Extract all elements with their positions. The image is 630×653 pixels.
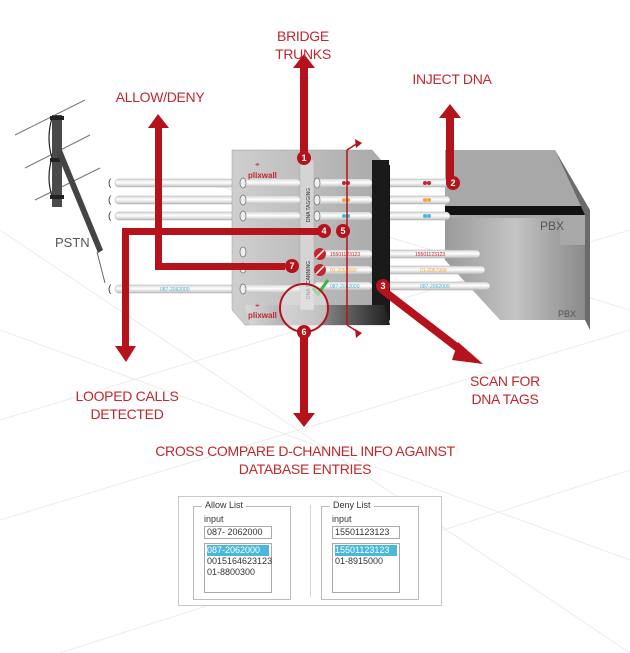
- allow-input-label: input: [204, 514, 224, 524]
- svg-text:3: 3: [380, 281, 385, 291]
- svg-text:6: 6: [301, 327, 306, 337]
- step-badge-7: [285, 259, 299, 273]
- cable-label-outer-2: 01-2057999: [420, 268, 447, 274]
- list-panel: Allow List input 087- 2062000 087-206200…: [178, 496, 442, 606]
- allow-listbox[interactable]: 087-2062000 0015164623123 01-8800300: [204, 543, 272, 593]
- svg-text:⌖: ⌖: [255, 301, 260, 310]
- strip-dna-scanning: DNA SCANNING: [306, 261, 312, 299]
- step-badge-6: [297, 325, 311, 339]
- step-badge-5: [336, 224, 350, 238]
- pstn-label: PSTN: [55, 235, 90, 250]
- step-badge-2: [446, 176, 460, 190]
- step-badge-3: [376, 279, 390, 293]
- allow-list-item[interactable]: 087-2062000: [207, 545, 269, 556]
- block-icon: [314, 248, 326, 276]
- pbx-box: [445, 150, 590, 330]
- brand-logo-bottom: plixwall: [248, 311, 277, 320]
- step-badge-4: [317, 224, 331, 238]
- deny-input-label: input: [332, 514, 352, 524]
- flow-arrows: [115, 54, 483, 427]
- svg-text:7: 7: [289, 261, 294, 271]
- cable-label-left: 087-2062000: [160, 287, 190, 293]
- brand-logo-top: plixwall: [248, 171, 277, 180]
- svg-text:2: 2: [450, 178, 455, 188]
- pstn-cables: ( ( ( (: [108, 178, 246, 295]
- allow-list-title: Allow List: [202, 500, 247, 510]
- pstn-pole-icon: [14, 99, 106, 284]
- cable-label-inner-2: 01-2057999: [330, 268, 357, 274]
- svg-text:(: (: [108, 195, 112, 206]
- label-bridge-trunks: BRIDGE TRUNKS: [275, 28, 331, 62]
- label-looped-calls: LOOPED CALLS DETECTED: [75, 388, 179, 422]
- pbx-cables: [384, 178, 491, 291]
- cable-label-inner-3: 087-2062000: [330, 284, 360, 290]
- deny-list-title: Deny List: [330, 500, 374, 510]
- cable-label-inner-1: 15501123123: [330, 252, 360, 258]
- step-badges: 1 2 3 4 5 6 7: [285, 151, 460, 339]
- step-badge-1: [297, 151, 311, 165]
- deny-list-group: Deny List input 15501123123 15501123123 …: [321, 500, 419, 600]
- svg-text:4: 4: [321, 226, 326, 236]
- allow-input-field[interactable]: 087- 2062000: [204, 526, 272, 539]
- deny-input-field[interactable]: 15501123123: [332, 526, 400, 539]
- label-cross-compare: CROSS COMPARE D-CHANNEL INFO AGAINST DAT…: [155, 443, 455, 477]
- pbx-label-top: PBX: [540, 219, 564, 233]
- deny-list-item[interactable]: 15501123123: [335, 545, 397, 556]
- svg-text:(: (: [108, 284, 112, 295]
- label-scan-for-dna: SCAN FOR DNA TAGS: [470, 373, 540, 407]
- label-inject-dna: INJECT DNA: [412, 71, 492, 87]
- deny-listbox[interactable]: 15501123123 01-8915000: [332, 543, 400, 593]
- svg-text:⌖: ⌖: [255, 160, 260, 169]
- allow-list-item[interactable]: 0015164623123: [207, 556, 273, 566]
- strip-dna-tagging: DNA TAGGING: [306, 188, 312, 222]
- svg-text:1: 1: [301, 153, 306, 163]
- cable-label-outer-1: 15501123123: [415, 252, 445, 258]
- svg-text:(: (: [108, 178, 112, 189]
- allow-list-group: Allow List input 087- 2062000 087-206200…: [193, 500, 291, 600]
- label-allow-deny: ALLOW/DENY: [115, 89, 205, 105]
- cable-label-outer-3: 087-2062000: [420, 284, 450, 290]
- allow-list-item[interactable]: 01-8800300: [207, 567, 256, 577]
- svg-text:(: (: [108, 211, 112, 222]
- svg-text:5: 5: [340, 226, 345, 236]
- magnifier-circle: [279, 283, 329, 333]
- deny-list-item[interactable]: 01-8915000: [335, 556, 384, 566]
- pbx-label-bottom: PBX: [558, 309, 576, 319]
- panel-divider: [310, 505, 311, 597]
